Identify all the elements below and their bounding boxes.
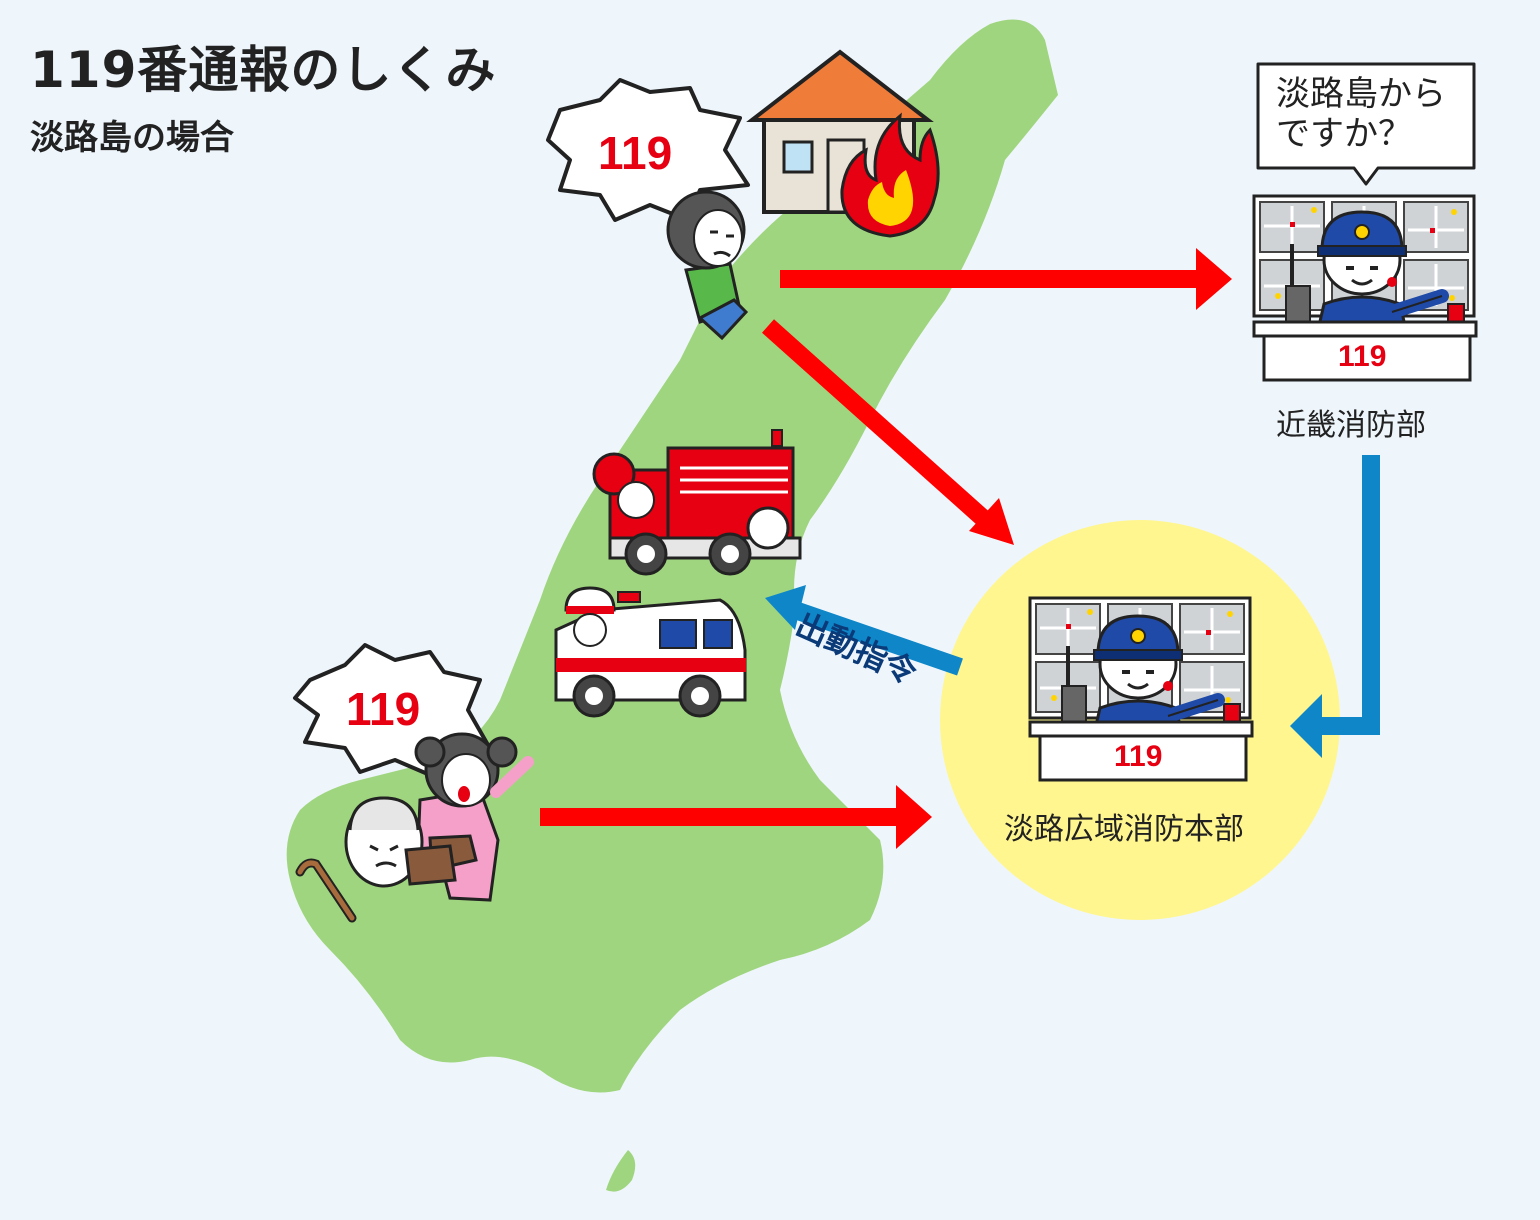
burst-top (546, 78, 750, 222)
caller-person-icon (666, 190, 749, 341)
awaji-console (1028, 596, 1254, 782)
page-title: 119番通報のしくみ (30, 41, 497, 99)
burst-top-number: 119 (598, 127, 673, 179)
dispatch-arrow (765, 585, 963, 676)
call-arrow-to-kinki (780, 248, 1232, 310)
kinki-desk-number: 119 (1338, 340, 1387, 373)
call-arrow-to-awaji-diagonal (762, 319, 1014, 545)
transfer-arrow-kinki-to-awaji (1290, 455, 1380, 758)
fallen-elderly-icon (295, 732, 534, 923)
burst-bottom-number: 119 (346, 683, 421, 735)
kinki-bubble-line2: ですか？ (1276, 114, 1412, 154)
page-subtitle: 淡路島の場合 (30, 118, 234, 158)
fire-icon (840, 112, 940, 238)
kinki-speech-bubble (1256, 62, 1476, 186)
kinki-station-label: 近畿消防部 (1276, 408, 1426, 443)
awaji-station-label: 淡路広域消防本部 (1004, 812, 1244, 847)
kinki-bubble-line1: 淡路島から (1276, 74, 1446, 114)
ambulance-icon (554, 586, 747, 718)
fire-engine-icon (592, 429, 802, 576)
call-arrow-to-awaji-bottom (540, 785, 932, 849)
awaji-desk-number: 119 (1114, 740, 1163, 773)
kinki-console (1252, 194, 1478, 382)
